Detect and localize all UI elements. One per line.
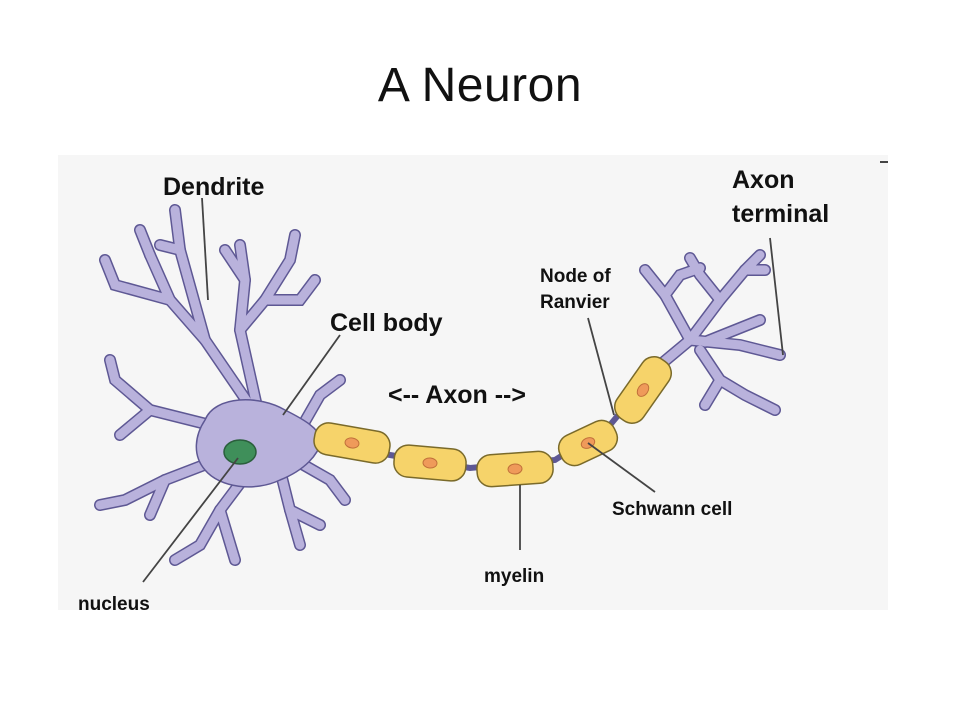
slide-title: A Neuron <box>377 59 583 112</box>
nucleus <box>223 439 257 465</box>
leader-line-axon-terminal <box>769 237 784 356</box>
myelin-segment <box>476 450 554 488</box>
leader-line-dendrite <box>201 197 209 301</box>
myelin-segment <box>613 356 673 424</box>
label-node-of-ranvier-line1: Node of <box>540 266 611 287</box>
label-cell-body: Cell body <box>330 309 443 337</box>
axon-terminal-branches <box>639 249 786 416</box>
cell-body <box>195 399 323 488</box>
label-nucleus: nucleus <box>78 594 150 615</box>
neuron-cell <box>94 204 786 566</box>
leader-line-node-of-ranvier <box>587 317 615 416</box>
leader-lines <box>142 197 784 583</box>
label-myelin: myelin <box>484 566 544 587</box>
label-schwann-cell: Schwann cell <box>612 499 732 520</box>
diagram-background <box>58 155 888 610</box>
label-axon-terminal-line2: terminal <box>732 200 829 228</box>
myelin-segment <box>393 444 467 482</box>
leader-line-schwann-cell <box>587 442 656 493</box>
label-dendrite: Dendrite <box>163 173 265 201</box>
leader-line-cell-body <box>282 334 341 416</box>
myelin-sheath <box>313 356 673 488</box>
labels: Dendrite Cell body <-- Axon --> Axon ter… <box>78 166 829 615</box>
leader-line-nucleus <box>142 457 239 583</box>
label-node-of-ranvier-line2: Ranvier <box>540 292 610 313</box>
label-axon: <-- Axon --> <box>388 381 526 409</box>
myelin-segment <box>313 422 391 464</box>
dendrites <box>94 204 351 566</box>
label-axon-terminal-line1: Axon <box>732 166 795 194</box>
